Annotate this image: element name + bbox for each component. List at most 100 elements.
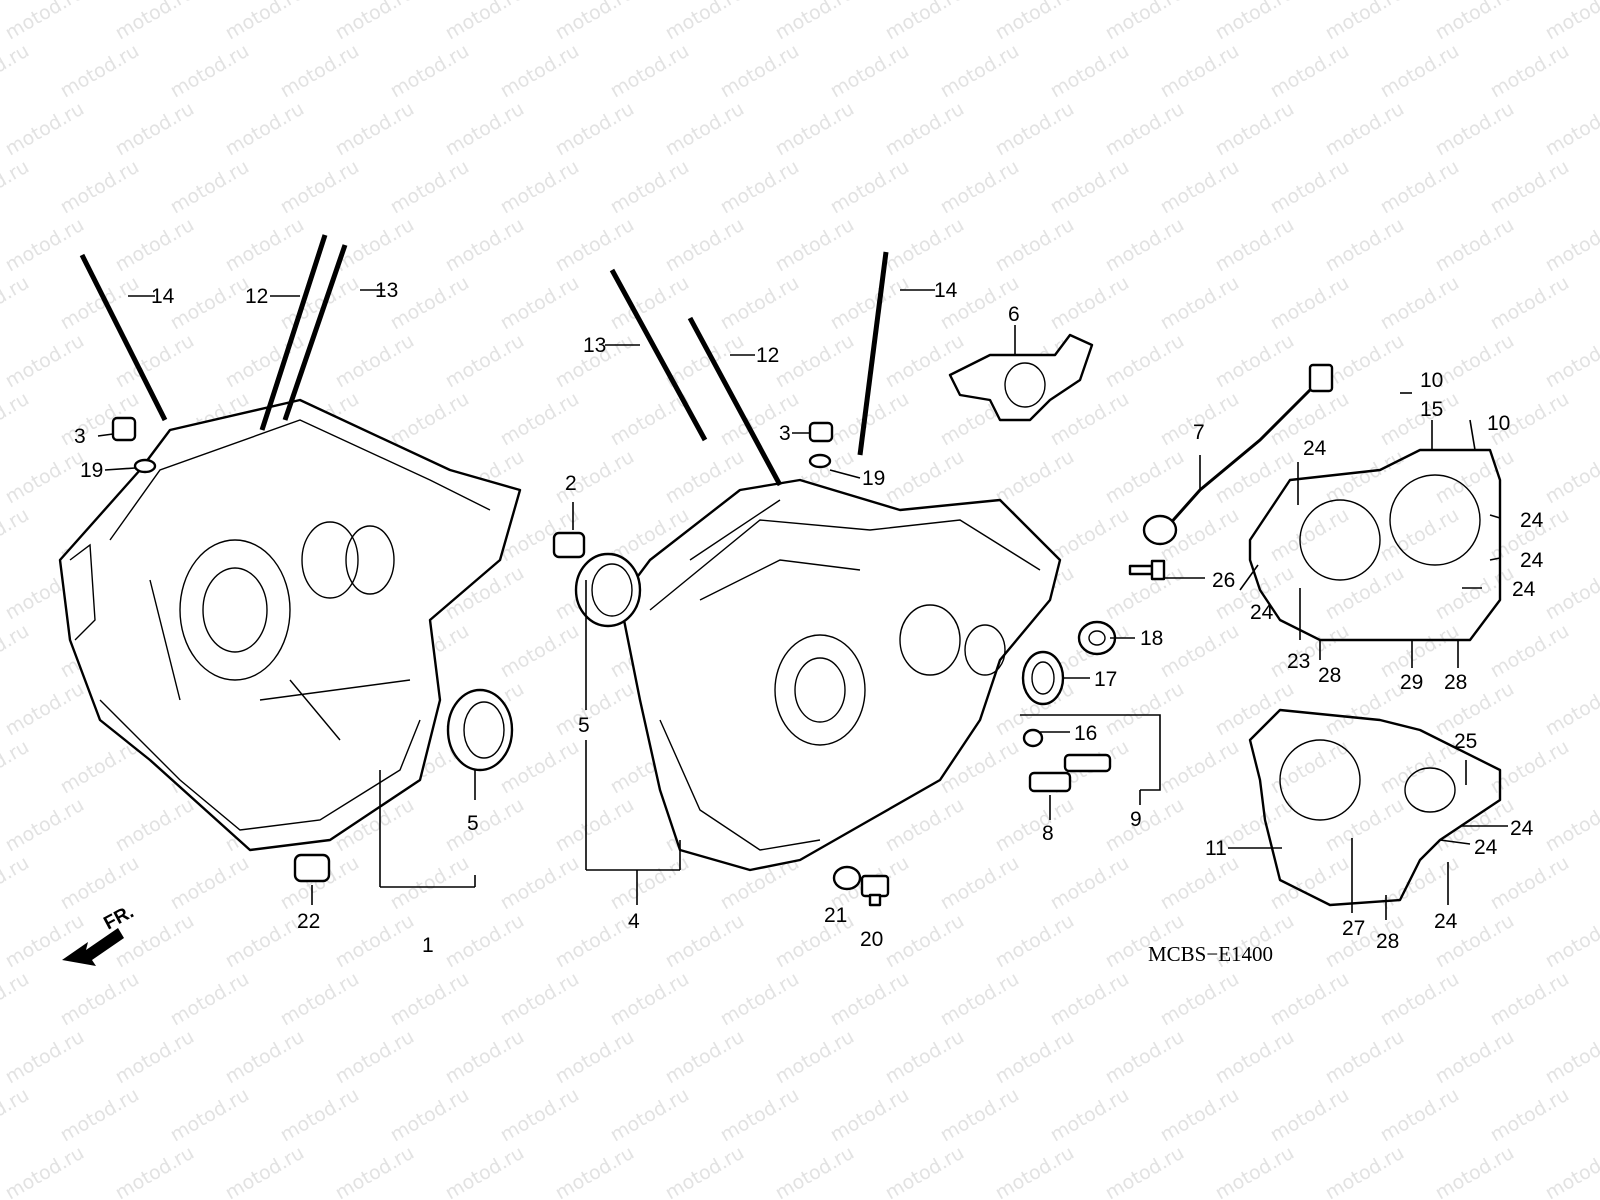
watermark-text: motod.ru — [1377, 272, 1463, 335]
callout-17: 17 — [1094, 668, 1117, 691]
callout-19-left: 19 — [80, 459, 103, 482]
watermark-text: motod.ru — [387, 40, 473, 103]
watermark-text: motod.ru — [112, 98, 198, 161]
watermark-text: motod.ru — [1047, 156, 1133, 219]
callout-22: 22 — [297, 910, 320, 933]
callout-3-left: 3 — [74, 425, 86, 448]
watermark-text: motod.ru — [1377, 504, 1463, 567]
watermark-text: motod.ru — [552, 98, 638, 161]
watermark-text: motod.ru — [1047, 1084, 1133, 1147]
watermark-text: motod.ru — [827, 968, 913, 1031]
callout-24-d: 24 — [1512, 578, 1536, 601]
gasket-lower — [1248, 708, 1502, 907]
watermark-text: motod.ru — [1487, 40, 1573, 103]
watermark-text: motod.ru — [1597, 40, 1600, 103]
watermark-text: motod.ru — [1157, 736, 1243, 799]
watermark-text: motod.ru — [497, 272, 583, 335]
watermark-text: motod.ru — [2, 214, 88, 277]
watermark-text: motod.ru — [1542, 98, 1600, 161]
callout-13-left: 13 — [375, 279, 398, 302]
watermark-text: motod.ru — [1487, 968, 1573, 1031]
watermark-text: motod.ru — [1432, 1142, 1518, 1200]
watermark-text: motod.ru — [1487, 1084, 1573, 1147]
watermark-text: motod.ru — [1157, 156, 1243, 219]
watermark-text: motod.ru — [1432, 562, 1518, 625]
watermark-text: motod.ru — [1542, 446, 1600, 509]
watermark-text: motod.ru — [1322, 1026, 1408, 1089]
watermark-text: motod.ru — [937, 852, 1023, 915]
watermark-text: motod.ru — [497, 388, 583, 451]
watermark-text: motod.ru — [222, 1026, 308, 1089]
stud-bolt-12-left — [259, 234, 328, 431]
watermark-text: motod.ru — [112, 794, 198, 857]
watermark-text: motod.ru — [1487, 156, 1573, 219]
gasket-upper — [1248, 448, 1502, 642]
callout-6: 6 — [1008, 303, 1020, 326]
watermark-text: motod.ru — [1597, 620, 1600, 683]
watermark-text: motod.ru — [0, 272, 33, 335]
watermark-text: motod.ru — [1597, 272, 1600, 335]
watermark-text: motod.ru — [442, 214, 528, 277]
watermark-text: motod.ru — [662, 98, 748, 161]
watermark-text: motod.ru — [1212, 214, 1298, 277]
watermark-text: motod.ru — [1542, 562, 1600, 625]
watermark-text: motod.ru — [387, 156, 473, 219]
watermark-text: motod.ru — [552, 794, 638, 857]
bearing-5-lower — [446, 688, 514, 772]
watermark-text: motod.ru — [772, 98, 858, 161]
washer-19-mid — [808, 453, 832, 469]
watermark-text: motod.ru — [442, 330, 528, 393]
watermark-text: motod.ru — [1542, 330, 1600, 393]
bearing-18 — [1077, 620, 1117, 656]
watermark-text: motod.ru — [1377, 1084, 1463, 1147]
watermark-text: motod.ru — [992, 446, 1078, 509]
watermark-text: motod.ru — [2, 1142, 88, 1200]
callout-25: 25 — [1454, 730, 1477, 753]
watermark-text: motod.ru — [497, 968, 583, 1031]
drain-bolt-20 — [860, 874, 890, 907]
watermark-text: motod.ru — [332, 98, 418, 161]
callout-16: 16 — [1074, 722, 1097, 745]
watermark-text: motod.ru — [1047, 852, 1133, 915]
watermark-text: motod.ru — [1377, 156, 1463, 219]
callout-18: 18 — [1140, 627, 1163, 650]
watermark-text: motod.ru — [1487, 620, 1573, 683]
watermark-text: motod.ru — [332, 1142, 418, 1200]
watermark-text: motod.ru — [1212, 1142, 1298, 1200]
watermark-text: motod.ru — [1432, 1026, 1518, 1089]
front-direction-arrow-icon — [62, 928, 124, 966]
watermark-text: motod.ru — [387, 852, 473, 915]
callout-29: 29 — [1400, 671, 1423, 694]
watermark-text: motod.ru — [1047, 968, 1133, 1031]
watermark-text: motod.ru — [167, 968, 253, 1031]
watermark-text: motod.ru — [167, 1084, 253, 1147]
callout-28-a: 28 — [1318, 664, 1341, 687]
watermark-text: motod.ru — [827, 1084, 913, 1147]
watermark-text: motod.ru — [1102, 214, 1188, 277]
watermark-text: motod.ru — [1597, 156, 1600, 219]
watermark-text: motod.ru — [442, 910, 528, 973]
watermark-text: motod.ru — [1267, 156, 1353, 219]
watermark-text: motod.ru — [112, 214, 198, 277]
watermark-text: motod.ru — [2, 678, 88, 741]
callout-14-mid: 14 — [934, 279, 958, 302]
watermark-text: motod.ru — [827, 40, 913, 103]
callout-10-left: 10 — [1420, 369, 1443, 392]
callout-15: 15 — [1420, 398, 1443, 421]
watermark-text: motod.ru — [167, 156, 253, 219]
watermark-text: motod.ru — [772, 330, 858, 393]
watermark-text: motod.ru — [1432, 330, 1518, 393]
watermark-text: motod.ru — [1212, 1026, 1298, 1089]
watermark-text: motod.ru — [222, 98, 308, 161]
watermark-text: motod.ru — [1542, 0, 1600, 44]
watermark-text: motod.ru — [442, 794, 528, 857]
watermark-text: motod.ru — [1047, 504, 1133, 567]
watermark-text: motod.ru — [717, 968, 803, 1031]
callout-14-left: 14 — [151, 285, 175, 308]
callout-2: 2 — [565, 472, 577, 495]
watermark-text: motod.ru — [57, 40, 143, 103]
watermark-text: motod.ru — [0, 968, 33, 1031]
watermark-text: motod.ru — [497, 620, 583, 683]
watermark-text: motod.ru — [0, 40, 33, 103]
watermark-text: motod.ru — [1047, 388, 1133, 451]
